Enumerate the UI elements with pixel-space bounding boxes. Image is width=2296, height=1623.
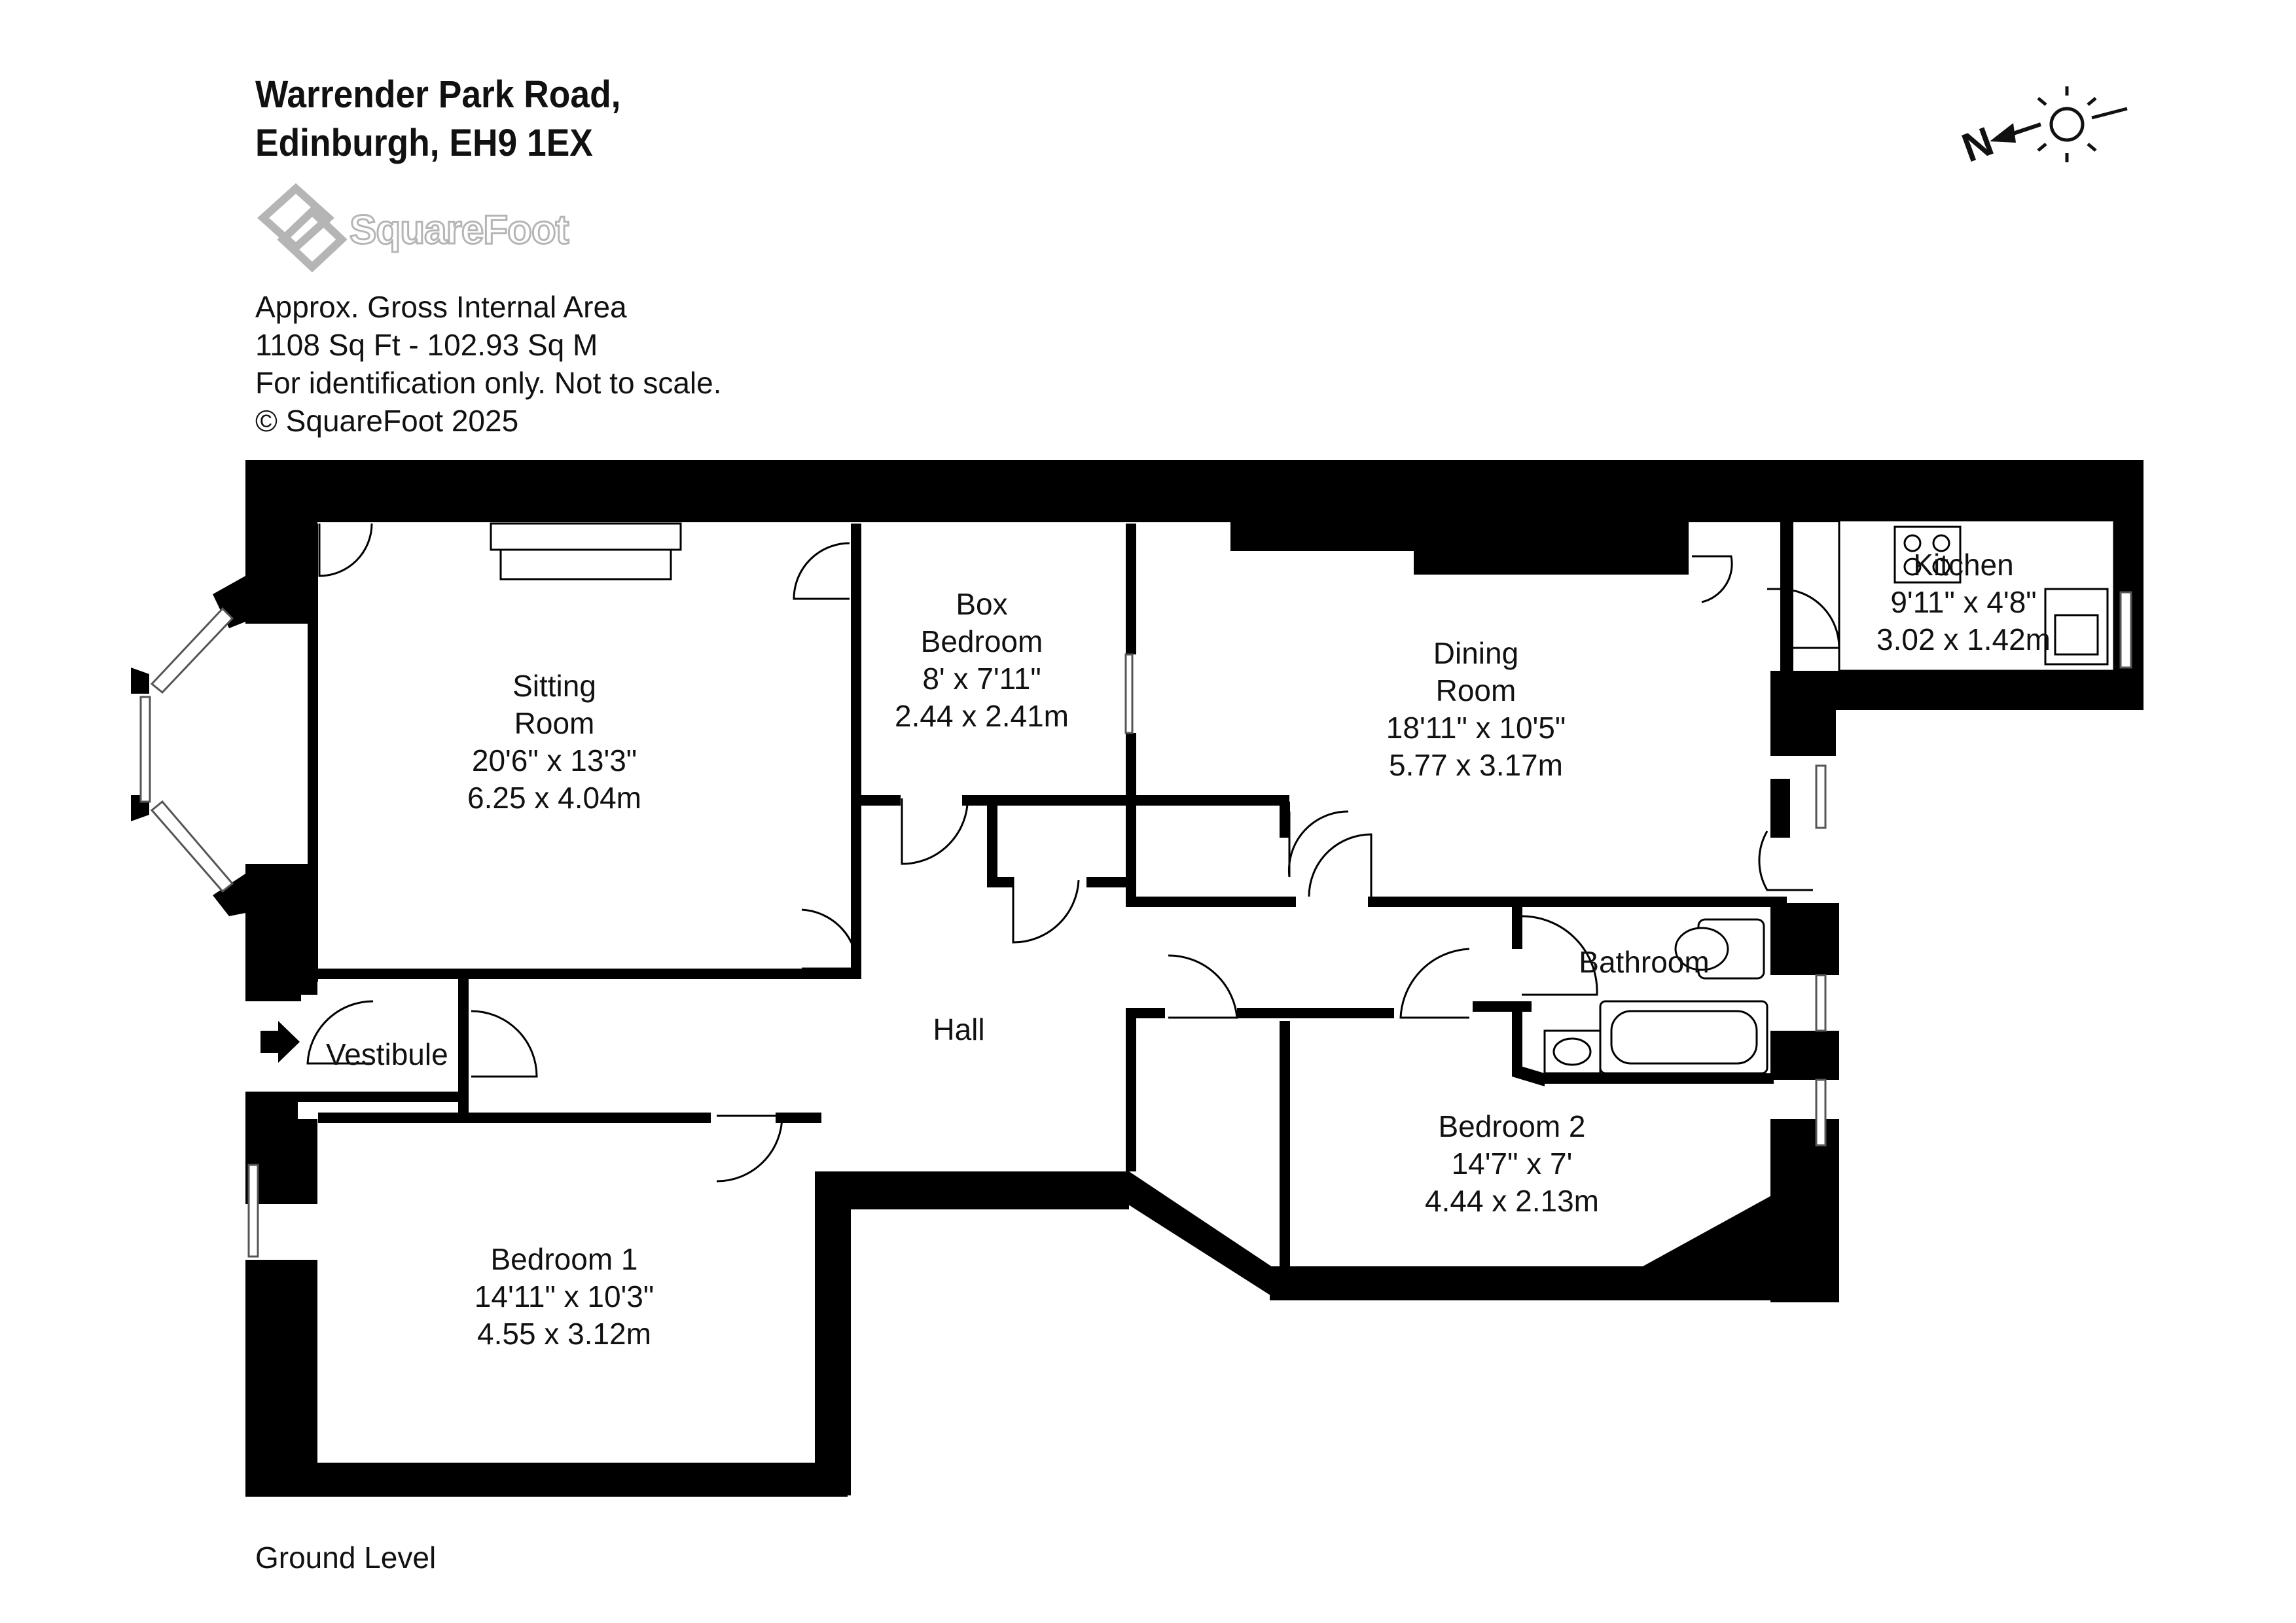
room-dimensions-metric: 3.02 x 1.42m bbox=[1876, 622, 2051, 656]
room-dimensions-imperial: 20'6" x 13'3" bbox=[471, 743, 637, 777]
entrance-arrow-icon bbox=[260, 1021, 300, 1063]
room-dimensions-imperial: 18'11" x 10'5" bbox=[1386, 711, 1566, 745]
room-bedroom-2: Bedroom 2 14'7" x 7' 4.44 x 2.13m bbox=[1425, 1108, 1599, 1220]
room-name: Bedroom 2 bbox=[1438, 1109, 1586, 1143]
compass: N bbox=[1956, 86, 2128, 171]
windows bbox=[139, 591, 2132, 1258]
room-name: Vestibule bbox=[326, 1037, 448, 1071]
room-dimensions-metric: 6.25 x 4.04m bbox=[467, 781, 641, 815]
room-name: Bedroom bbox=[920, 624, 1043, 658]
area-title: Approx. Gross Internal Area bbox=[255, 290, 627, 324]
hob-icon bbox=[1893, 526, 1962, 584]
property-address: Warrender Park Road, Edinburgh, EH9 1EX bbox=[255, 71, 620, 168]
floor-level-label: Ground Level bbox=[255, 1541, 437, 1575]
room-dimensions-imperial: 9'11" x 4'8" bbox=[1890, 585, 2037, 619]
address-line-1: Warrender Park Road, bbox=[255, 73, 621, 116]
logo-mark-icon bbox=[257, 183, 348, 273]
doors bbox=[306, 523, 1840, 1183]
room-kitchen: Kitchen 9'11" x 4'8" 3.02 x 1.42m bbox=[1876, 546, 2051, 658]
room-dimensions-imperial: 8' x 7'11" bbox=[922, 662, 1041, 696]
room-name: Sitting bbox=[512, 669, 596, 703]
room-vestibule: Vestibule bbox=[326, 1036, 448, 1073]
disclaimer: For identification only. Not to scale. bbox=[255, 366, 722, 400]
room-dimensions-imperial: 14'7" x 7' bbox=[1451, 1147, 1573, 1181]
room-sitting-room: Sitting Room 20'6" x 13'3" 6.25 x 4.04m bbox=[467, 668, 641, 817]
room-dining-room: Dining Room 18'11" x 10'5" 5.77 x 3.17m bbox=[1386, 635, 1566, 784]
room-dimensions-metric: 4.44 x 2.13m bbox=[1425, 1184, 1599, 1218]
room-hall: Hall bbox=[933, 1011, 984, 1048]
area-values: 1108 Sq Ft - 102.93 Sq M bbox=[255, 328, 598, 362]
room-bathroom: Bathroom bbox=[1579, 944, 1709, 981]
walls bbox=[131, 460, 2144, 1497]
room-name: Kitchen bbox=[1913, 548, 2014, 582]
fireplace-icon bbox=[490, 522, 682, 551]
address-line-2: Edinburgh, EH9 1EX bbox=[255, 122, 593, 164]
north-arrow-icon bbox=[1990, 122, 2041, 143]
copyright: © SquareFoot 2025 bbox=[255, 404, 519, 438]
logo-text: SquareFoot bbox=[348, 207, 569, 254]
room-dimensions-imperial: 14'11" x 10'3" bbox=[474, 1279, 655, 1313]
room-dimensions-metric: 4.55 x 3.12m bbox=[477, 1317, 651, 1351]
squarefoot-logo bbox=[257, 183, 348, 273]
room-name: Room bbox=[514, 706, 595, 740]
room-name: Hall bbox=[933, 1012, 985, 1046]
room-dimensions-metric: 2.44 x 2.41m bbox=[895, 699, 1069, 733]
sun-icon bbox=[2037, 86, 2128, 162]
room-box-bedroom: Box Bedroom 8' x 7'11" 2.44 x 2.41m bbox=[895, 586, 1069, 735]
room-name: Dining bbox=[1433, 636, 1519, 670]
room-name: Bathroom bbox=[1579, 945, 1710, 979]
room-name: Bedroom 1 bbox=[490, 1242, 638, 1276]
room-bedroom-1: Bedroom 1 14'11" x 10'3" 4.55 x 3.12m bbox=[475, 1241, 654, 1353]
room-name: Box bbox=[956, 587, 1008, 621]
room-name: Room bbox=[1435, 673, 1516, 707]
area-info: Approx. Gross Internal Area 1108 Sq Ft -… bbox=[255, 288, 721, 440]
room-dimensions-metric: 5.77 x 3.17m bbox=[1389, 748, 1563, 782]
fixtures bbox=[490, 519, 2115, 1075]
